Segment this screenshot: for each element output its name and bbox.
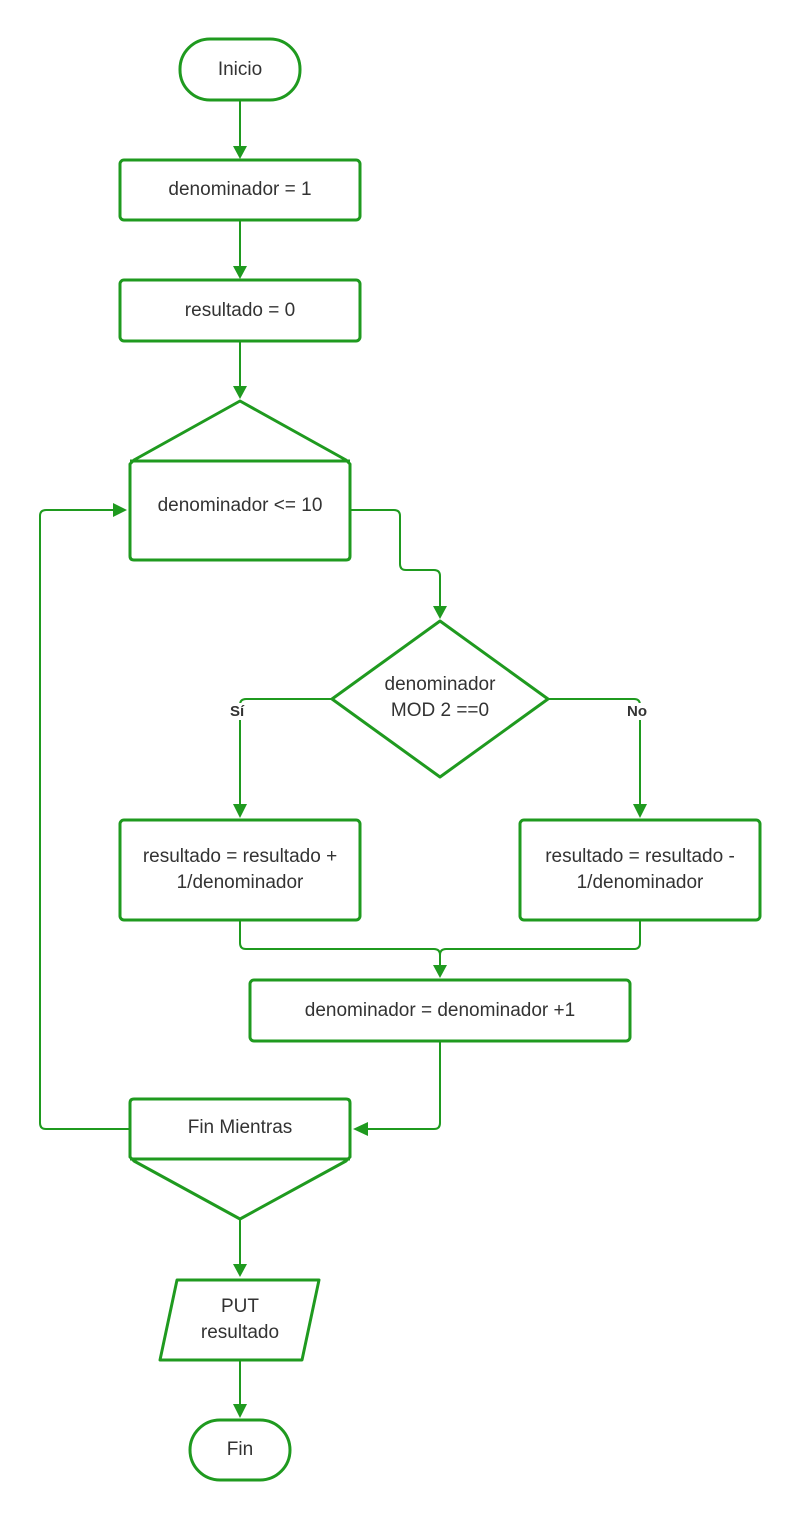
- connector-loop-back: [39, 509, 130, 1130]
- end-while-label: Fin Mientras: [187, 1117, 293, 1138]
- while-loop-shape: [128, 399, 352, 562]
- arrowhead: [233, 386, 247, 399]
- increment-label: denominador = denominador +1: [304, 999, 576, 1021]
- connector-increment-to-endwhile: [366, 1041, 441, 1130]
- branch-no-label: No: [627, 703, 647, 720]
- connector-while-to-decision: [350, 509, 441, 608]
- end-label: Fin: [226, 1439, 254, 1460]
- arrowhead: [233, 266, 247, 279]
- arrowhead: [233, 804, 247, 818]
- decision-diamond: [330, 619, 550, 779]
- arrowhead: [113, 503, 127, 517]
- arrowhead: [233, 1264, 247, 1277]
- init-resultado-box: [118, 278, 362, 343]
- mod-condition-label: denominador MOD 2 ==0: [384, 674, 496, 721]
- connector-decision-yes: [239, 698, 332, 806]
- connector-add-to-increment: [239, 920, 441, 966]
- init-resultado-label: resultado = 0: [184, 299, 296, 321]
- branch-yes-label: Sí: [230, 703, 245, 720]
- increment-box: [248, 978, 632, 1043]
- output-label: PUT resultado: [200, 1296, 280, 1343]
- arrowhead: [433, 606, 447, 619]
- arrowhead: [633, 804, 647, 818]
- start-label: Inicio: [217, 58, 263, 80]
- arrowhead: [433, 965, 447, 978]
- start-terminal: [178, 37, 302, 102]
- arrowhead: [233, 146, 247, 159]
- connectors: [39, 100, 647, 1418]
- arrowhead: [353, 1122, 368, 1136]
- output-parallelogram: [158, 1278, 321, 1362]
- init-denominador-box: [118, 158, 362, 222]
- add-step-label: resultado = resultado + 1/denominador: [142, 846, 338, 893]
- sub-step-box: [518, 818, 762, 922]
- end-terminal: [188, 1418, 292, 1482]
- while-condition-label: denominador <= 10: [157, 495, 323, 516]
- sub-step-label: resultado = resultado - 1/denominador: [545, 846, 735, 893]
- arrowhead: [233, 1404, 247, 1418]
- init-denominador-label: denominador = 1: [168, 179, 312, 200]
- add-step-box: [118, 818, 362, 922]
- connector-sub-to-increment: [439, 920, 641, 966]
- shapes: [118, 37, 762, 1482]
